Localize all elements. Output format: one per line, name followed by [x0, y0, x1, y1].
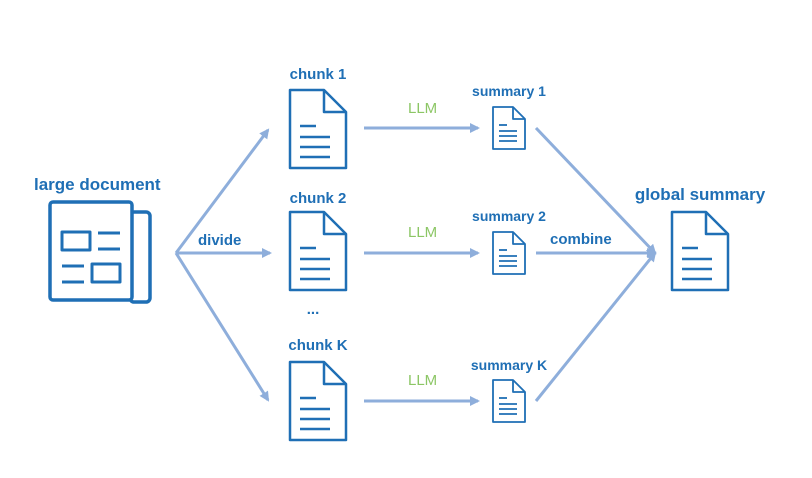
chunk-2-label: chunk 2 [289, 190, 347, 207]
divide-arrow-chunk-k [174, 252, 270, 402]
chunk-1-document-icon [288, 88, 348, 170]
chunk-ellipsis: ... [306, 301, 320, 318]
summary-k-document-icon [492, 379, 526, 423]
newspaper-icon [48, 200, 152, 304]
summary-k-label: summary K [470, 357, 548, 373]
combine-arrows [534, 126, 657, 402]
divide-label: divide [198, 232, 242, 249]
chunk-k-document-icon [288, 360, 348, 442]
divide-arrow-chunk-1 [174, 128, 270, 254]
divide-arrows [174, 128, 272, 402]
chunk-1-label: chunk 1 [289, 66, 347, 83]
summary-2-label: summary 2 [472, 208, 546, 224]
chunk-k-label: chunk K [288, 337, 348, 354]
combine-arrow-k [534, 251, 657, 402]
summary-2-document-icon [492, 231, 526, 275]
combine-label: combine [550, 231, 612, 248]
global-summary-document-icon [670, 210, 730, 292]
llm-label-k: LLM [408, 372, 438, 389]
llm-arrows [364, 123, 480, 406]
chunk-2-document-icon [288, 210, 348, 292]
llm-label-1: LLM [408, 100, 438, 117]
large-document-label: large document [34, 175, 161, 194]
summary-1-document-icon [492, 106, 526, 150]
summary-1-label: summary 1 [472, 83, 546, 99]
global-summary-label: global summary [634, 185, 766, 204]
combine-arrow-1 [534, 126, 657, 255]
llm-label-2: LLM [408, 224, 438, 241]
